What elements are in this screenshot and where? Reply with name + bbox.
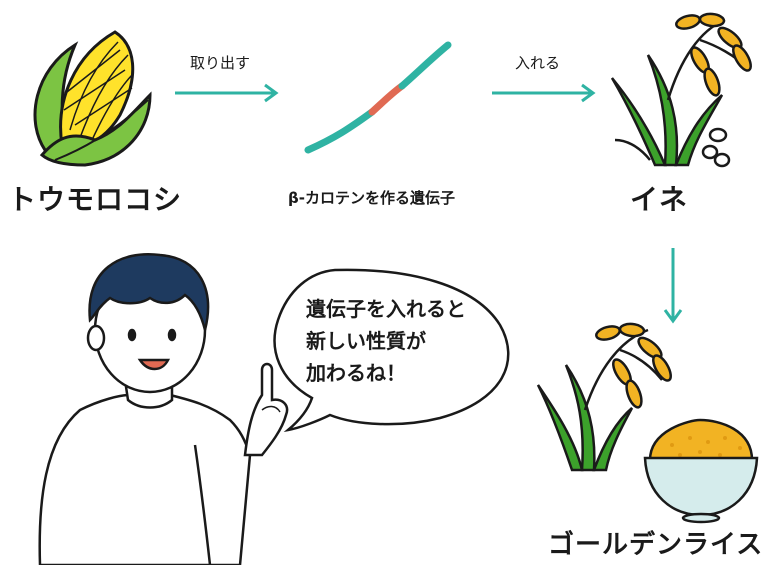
- result-name: ゴールデンライス: [548, 530, 764, 560]
- source-name: トウモロコシ: [8, 183, 183, 216]
- corn-icon: [33, 30, 152, 167]
- gene-label: β-カロテンを作る遺伝子: [288, 189, 455, 207]
- target-name: イネ: [630, 183, 689, 216]
- speech-line-2: 新しい性質が: [306, 329, 426, 353]
- speech-line-1: 遺伝子を入れると: [306, 297, 466, 321]
- golden-rice-bowl-icon: [643, 418, 759, 524]
- insert-label: 入れる: [515, 54, 561, 72]
- down-arrow: [663, 248, 683, 324]
- extract-arrow: [175, 83, 279, 103]
- extract-label: 取り出す: [190, 54, 251, 72]
- golden-rice-plant-icon: [536, 322, 672, 472]
- gene-strand-icon: [304, 41, 452, 154]
- speech-line-3: 加わるね！: [306, 361, 406, 385]
- boy-illustration: [38, 253, 289, 565]
- speech-bubble: [273, 268, 510, 432]
- insert-arrow: [492, 83, 596, 103]
- rice-plant-icon: [610, 12, 752, 168]
